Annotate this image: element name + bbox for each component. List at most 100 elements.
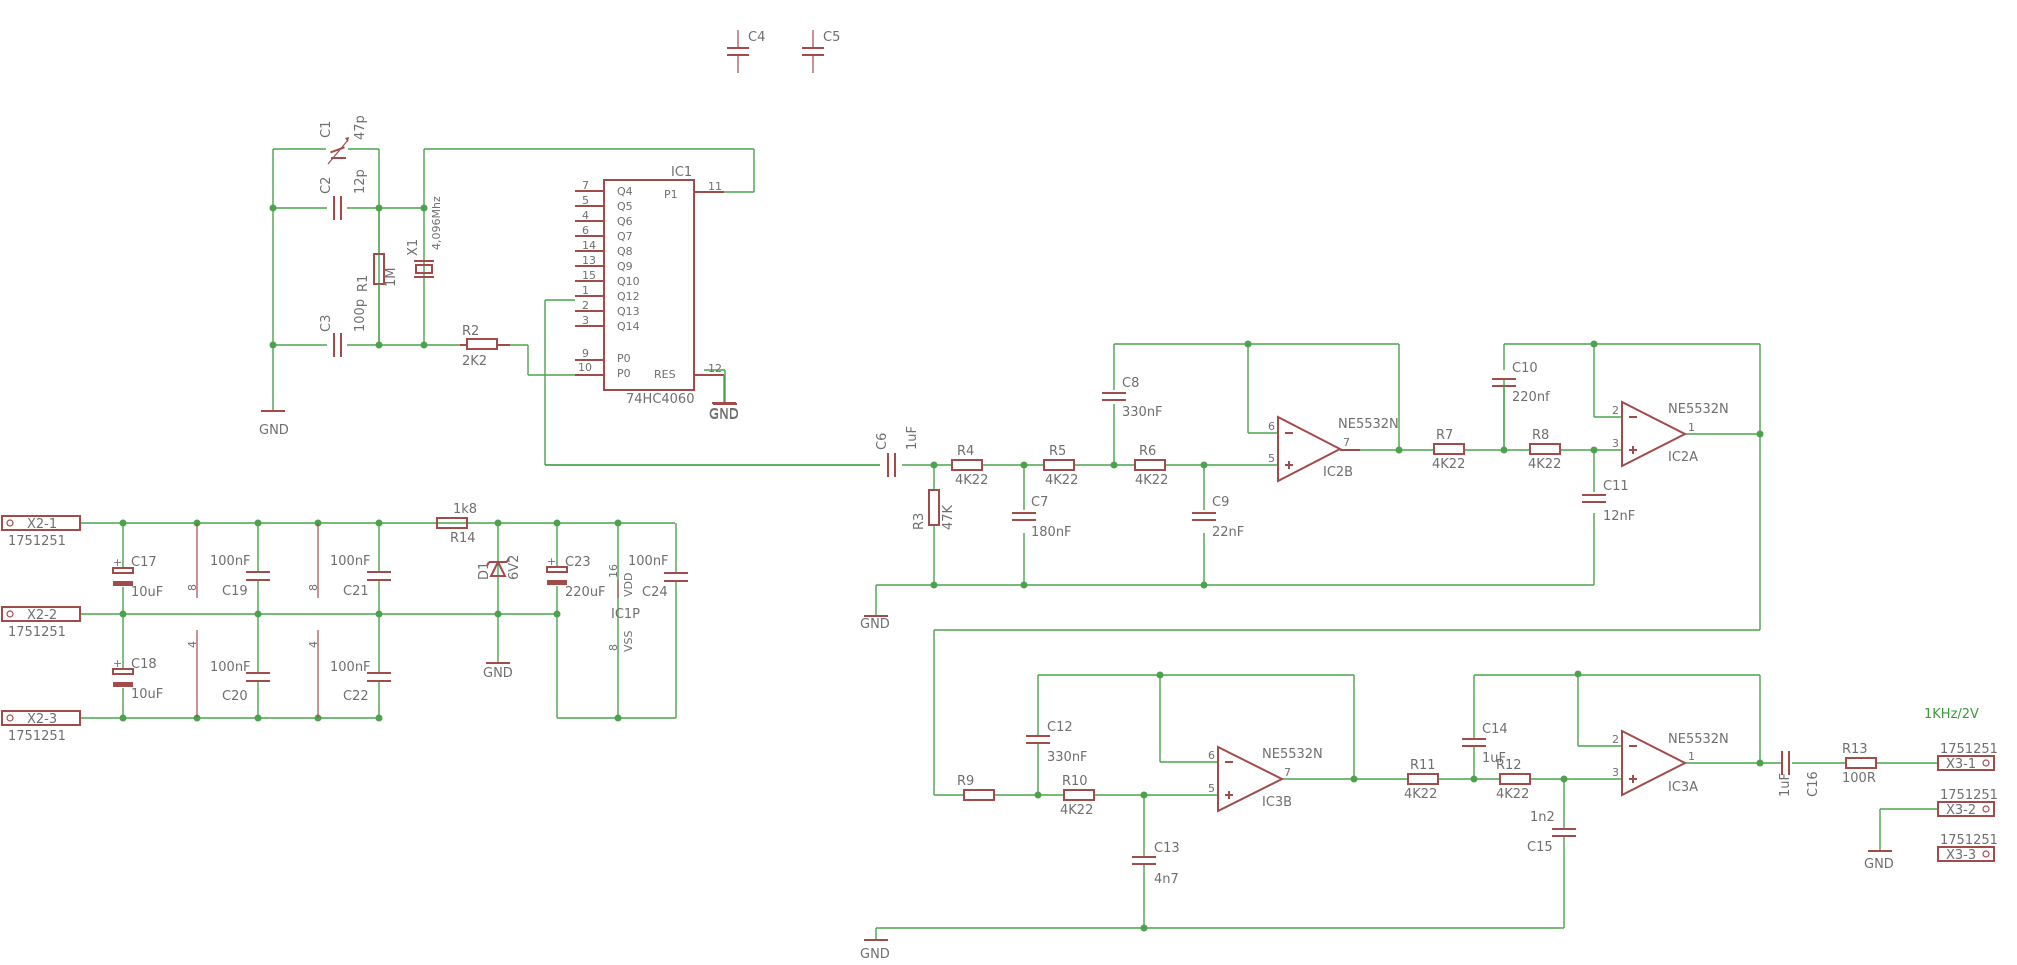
capacitor-c5: C5	[802, 30, 840, 73]
c23-value: 220uF	[565, 585, 606, 600]
c23-label: C23	[565, 555, 591, 570]
resistor-r3: R3 47K	[912, 489, 956, 530]
d1-value: 6V2	[507, 555, 522, 580]
resistor-r2: R2 2K2	[460, 324, 510, 369]
ic1-p0b-label: P0	[617, 367, 631, 380]
ic1-q-pin-number: 13	[582, 254, 596, 267]
ic3a-pin1: 1	[1688, 750, 1695, 763]
c2-label: C2	[319, 177, 334, 194]
capacitor-c14: C14 1uF	[1462, 722, 1508, 766]
ic1-pin11: 11	[708, 180, 722, 193]
x3-3-label: X3-3	[1946, 848, 1976, 863]
x3-2-part: 1751251	[1940, 788, 1998, 803]
resistor-r10: R10 4K22	[1060, 774, 1095, 818]
c19-label: C19	[222, 584, 248, 599]
x2-2-label: X2-2	[27, 608, 57, 623]
filter-stage-1-wires	[545, 340, 1764, 795]
zener-diode-d1: D1 6V2	[477, 555, 522, 580]
r9-label: R9	[957, 774, 974, 789]
r5-value: 4K22	[1045, 473, 1078, 488]
capacitor-c10: C10 220nf	[1492, 361, 1550, 450]
capacitor-c2: C2 12p	[319, 169, 368, 220]
resistor-r14: 1k8 R14	[436, 502, 477, 546]
ic1-q-pin-number: 14	[582, 239, 596, 252]
capacitor-c16: 1uF C16	[1778, 751, 1821, 797]
c22-value: 100nF	[330, 660, 371, 675]
ic2b-pin5: 5	[1268, 452, 1275, 465]
r10-label: R10	[1062, 774, 1088, 789]
pin-4-label: 4	[307, 641, 320, 648]
resistor-r1: R1 1M	[356, 208, 399, 345]
oscillator-wires	[269, 148, 880, 466]
x1-label: X1	[406, 239, 421, 256]
ic1p-power-pins: 16 VDD IC1P 8 VSS	[607, 564, 640, 652]
c2-value: 12p	[353, 169, 368, 194]
c16-label: C16	[1806, 771, 1821, 797]
pin-8-label: 8	[307, 584, 320, 591]
capacitor-c6: C6 1uF	[875, 426, 920, 477]
ic1-type: 74HC4060	[626, 392, 694, 407]
r8-value: 4K22	[1528, 457, 1561, 472]
ic1-q-pin-name: Q5	[617, 200, 633, 213]
capacitor-c9: C9 22nF	[1192, 495, 1244, 540]
r4-value: 4K22	[955, 473, 988, 488]
resistor-r4: R4 4K22	[951, 444, 988, 488]
capacitor-c23: + C23 220uF	[546, 555, 606, 600]
gnd-symbol: GND	[259, 405, 289, 438]
ic1-pin10: 10	[578, 361, 592, 374]
ic1-q-pin-name: Q7	[617, 230, 633, 243]
trimmer-capacitor-c1: C1 47p	[319, 115, 368, 165]
c8-label: C8	[1122, 376, 1139, 391]
ic1p-vss: VSS	[622, 630, 635, 652]
c15-value: 1n2	[1530, 810, 1555, 825]
ic1-q-pin-number: 1	[582, 284, 589, 297]
c8-value: 330nF	[1122, 405, 1163, 420]
c12-label: C12	[1047, 720, 1073, 735]
capacitor-c11: C11 12nF	[1582, 479, 1635, 524]
r12-value: 4K22	[1496, 787, 1529, 802]
c3-value: 100p	[353, 299, 368, 332]
ic1-q-pin-name: Q8	[617, 245, 633, 258]
gnd-label: GND	[259, 423, 289, 438]
ic1-label: IC1	[671, 165, 692, 180]
r10-value: 4K22	[1060, 803, 1093, 818]
ic1-p0-label: P0	[617, 352, 631, 365]
c20-value: 100nF	[210, 660, 251, 675]
ic1-q-pin-number: 2	[582, 299, 589, 312]
resistor-r11: R11 4K22	[1404, 758, 1439, 802]
connector-x3-3: X3-3 1751251	[1937, 833, 1998, 863]
gnd-symbol: GND	[1864, 850, 1894, 872]
r3-value: 47K	[941, 504, 956, 530]
ic3b-label: IC3B	[1262, 795, 1292, 810]
ic1-q-pin-name: Q4	[617, 185, 633, 198]
ic1-res-label: RES	[654, 368, 676, 381]
c21-label: C21	[343, 584, 369, 599]
ic3a-type: NE5532N	[1668, 732, 1729, 747]
gnd-label: GND	[709, 407, 739, 422]
c3-label: C3	[319, 315, 334, 332]
c13-value: 4n7	[1154, 872, 1179, 887]
capacitor-c19: 100nF C19	[210, 554, 270, 599]
connector-x3-2: X3-2 1751251	[1937, 788, 1998, 818]
x1-value: 4,096Mhz	[430, 196, 443, 250]
c1-label: C1	[319, 121, 334, 138]
resistor-r8: R8 4K22	[1528, 428, 1561, 472]
connector-x2-3: X2-3 1751251	[1, 710, 81, 744]
gnd-label: GND	[1864, 857, 1894, 872]
ic2a-label: IC2A	[1668, 450, 1698, 465]
ic3b-pin7: 7	[1284, 766, 1291, 779]
ic2a-pin1: 1	[1688, 421, 1695, 434]
c10-value: 220nf	[1512, 390, 1550, 405]
r13-value: 100R	[1842, 771, 1876, 786]
ic1p-vdd: VDD	[622, 573, 635, 597]
ic2b-type: NE5532N	[1338, 417, 1399, 432]
ic1-q-pin-number: 4	[582, 209, 589, 222]
power-supply-wires	[80, 519, 677, 722]
c6-value: 1uF	[905, 426, 920, 450]
ic1-q-pin-number: 15	[582, 269, 596, 282]
r2-value: 2K2	[462, 354, 487, 369]
ic3b-type: NE5532N	[1262, 747, 1323, 762]
ic1-q-pin-name: Q10	[617, 275, 640, 288]
x2-1-label: X2-1	[27, 517, 57, 532]
c24-value: 100nF	[628, 554, 669, 569]
